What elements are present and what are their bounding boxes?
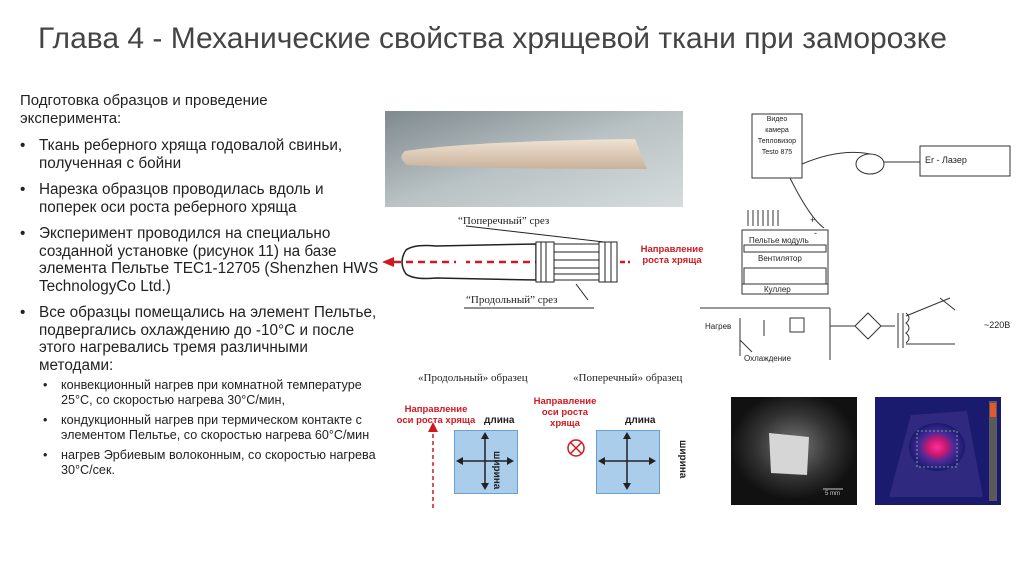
bullet-item: Эксперимент проводился на специально соз…	[20, 225, 380, 295]
bullet-item: Нарезка образцов проводилась вдоль и поп…	[20, 181, 380, 216]
cartilage-photo	[385, 111, 683, 207]
laser-label: Er - Лазер	[925, 155, 967, 165]
sample-micrograph: 5 mm	[731, 397, 857, 505]
scale-label: 5 mm	[825, 491, 840, 497]
longitudinal-sample-caption: «Продольный» образец	[418, 372, 528, 384]
transverse-cut-label: “Поперечный” срез	[458, 215, 550, 227]
growth-axis-label-left: Направление оси роста хряща	[396, 404, 476, 426]
sub-bullet-item: нагрев Эрбиевым волоконным, со скоростью…	[39, 448, 380, 478]
growth-arrow-head	[382, 257, 394, 267]
length-label-left: длина	[484, 415, 515, 426]
growth-up-arrow	[428, 422, 438, 508]
voltage-label: ~220В	[984, 320, 1011, 330]
sub-bullet-item: кондукционный нагрев при термическом кон…	[39, 413, 380, 443]
transverse-sample-caption: «Поперечный» образец	[573, 372, 683, 384]
sub-bullet-list: конвекционный нагрев при комнатной темпе…	[39, 378, 380, 478]
width-label-left: ширина	[491, 451, 502, 490]
bullet-list: Ткань реберного хряща годовалой свиньи, …	[20, 137, 380, 487]
sub-bullet-item: конвекционный нагрев при комнатной темпе…	[39, 378, 380, 408]
fan-label: Вентилятор	[758, 254, 802, 263]
width-label-right: ширина	[677, 440, 688, 479]
bullet-item: Все образцы помещались на элемент Пельть…	[20, 304, 380, 478]
setup-schematic	[700, 113, 1011, 360]
dimension-arrows-right	[598, 432, 656, 490]
dimension-arrows-left	[456, 432, 514, 490]
growth-direction-label: Направление роста хряща	[640, 244, 704, 266]
slide-title: Глава 4 - Механические свойства хрящевой…	[38, 22, 947, 55]
camera-label: Видео камера Тепловизор Testo 875	[757, 116, 797, 156]
cartilage-outline	[401, 243, 537, 281]
cooler-label: Куллер	[764, 285, 791, 294]
minus-label: -	[814, 228, 817, 238]
intro-text: Подготовка образцов и проведение экспери…	[20, 92, 268, 127]
growth-into-page-icon	[567, 439, 585, 457]
plus-label: +	[810, 215, 816, 225]
bullet-text: Все образцы помещались на элемент Пельть…	[39, 304, 377, 374]
length-label-right: длина	[625, 415, 656, 426]
cartilage-sample-image	[385, 111, 683, 207]
cooling-label: Охлаждение	[744, 354, 792, 363]
sample-shape	[769, 433, 809, 475]
peltier-label: Пельтье модуль	[749, 236, 809, 245]
heating-label: Нагрев	[705, 322, 732, 331]
bullet-item: Ткань реберного хряща годовалой свиньи, …	[20, 137, 380, 172]
growth-axis-label-right: Направление оси роста хряща	[533, 396, 597, 429]
thermal-image	[875, 397, 1001, 505]
cutting-diagram	[382, 225, 630, 309]
longitudinal-cut-label: “Продольный” срез	[466, 294, 558, 306]
